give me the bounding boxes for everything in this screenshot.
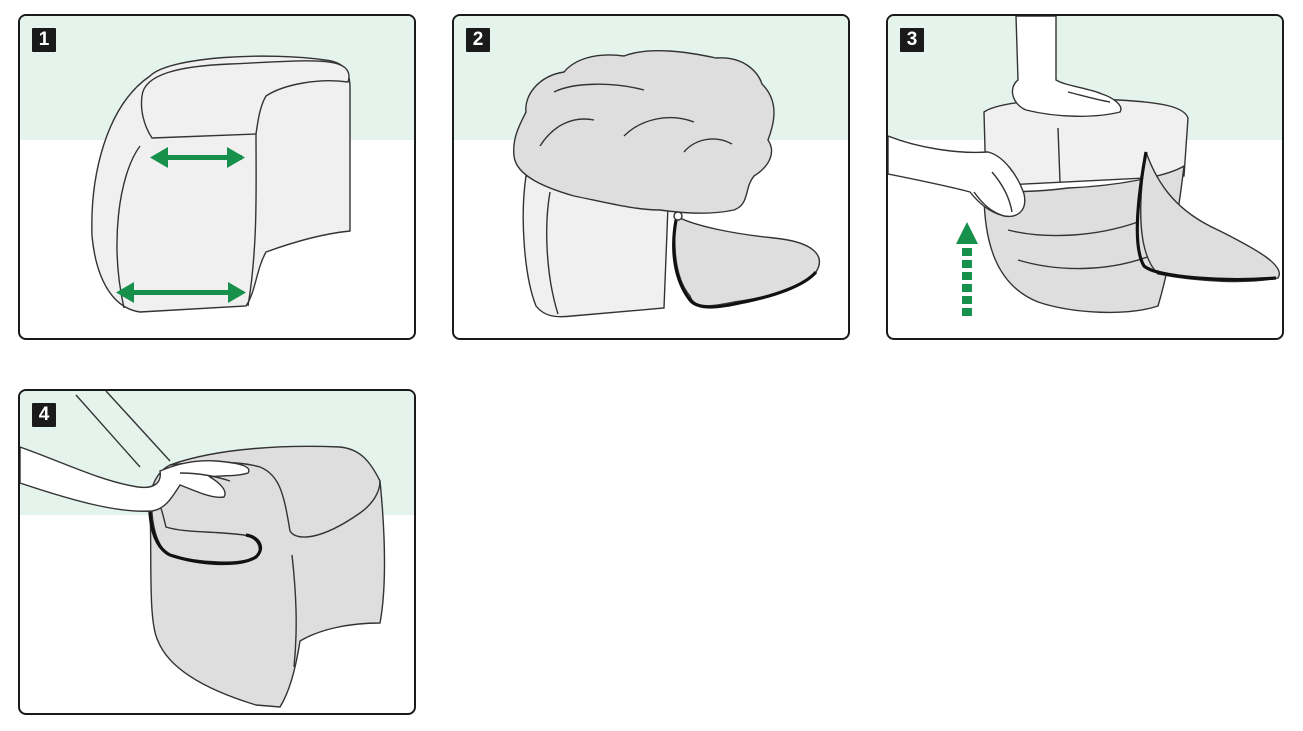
pull-up-arrow <box>956 222 978 316</box>
arm-line <box>76 395 140 467</box>
step-2-panel: 2 <box>452 14 850 340</box>
camera-case-cover-illustration <box>454 16 850 340</box>
step-4-panel: 4 <box>18 389 416 715</box>
arm-line <box>106 391 170 461</box>
cover-flap <box>675 216 820 306</box>
camera-case-illustration <box>20 16 416 340</box>
step-1-panel: 1 <box>18 14 416 340</box>
step-number-badge: 4 <box>32 403 56 427</box>
closing-cover-illustration <box>20 391 416 715</box>
step-3-panel: 3 <box>886 14 1284 340</box>
step-number-badge: 1 <box>32 28 56 52</box>
pulling-cover-illustration <box>888 16 1284 340</box>
step-number-badge: 3 <box>900 28 924 52</box>
zipper-pull <box>674 212 682 220</box>
step-number-badge: 2 <box>466 28 490 52</box>
